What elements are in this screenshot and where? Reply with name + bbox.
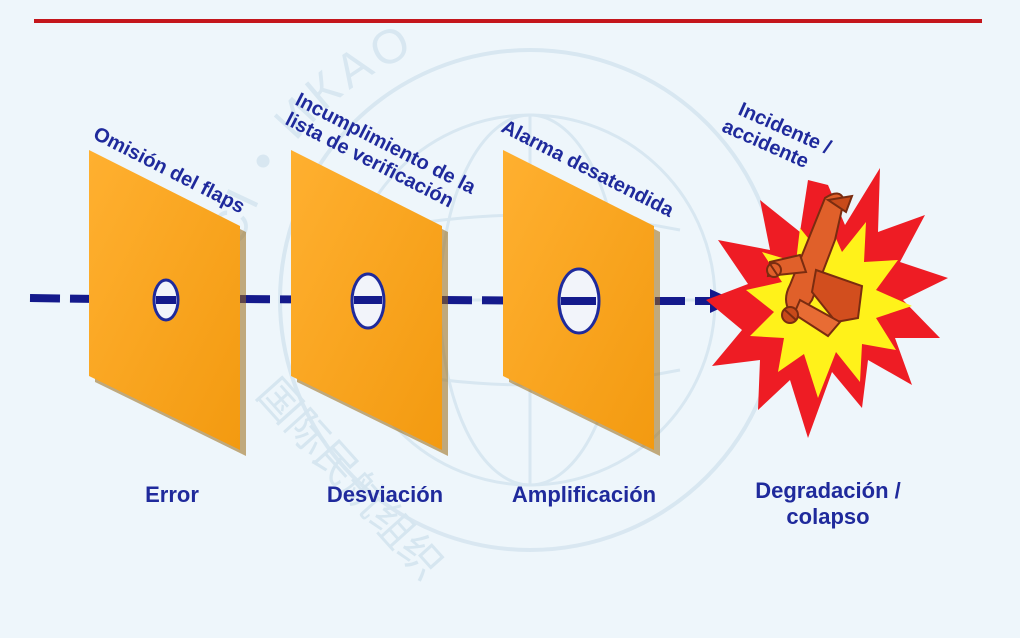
top-rule <box>34 19 982 23</box>
stage-degradacion-line1: Degradación / <box>755 478 901 503</box>
crashing-airplane-icon <box>766 192 864 338</box>
stage-degradacion: Degradación / colapso <box>730 478 926 530</box>
outcome-label: Incidente / accidente <box>719 95 840 181</box>
icao-emblem-icon: OACI • ИКАО <box>187 13 782 552</box>
stage-amplificacion: Amplificación <box>511 482 657 507</box>
stage-desviacion: Desviación <box>326 482 444 507</box>
stage-degradacion-line2: colapso <box>786 504 870 529</box>
stage-error: Error <box>145 482 199 507</box>
